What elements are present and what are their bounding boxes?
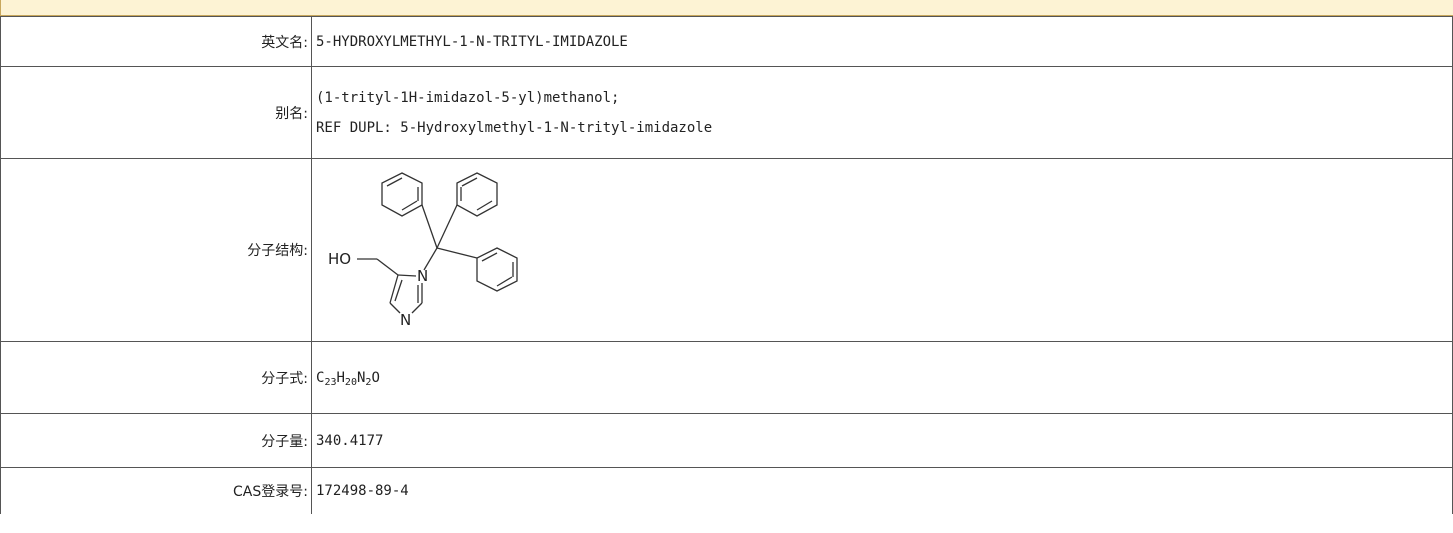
alias-values: (1-trityl-1H-imidazol-5-yl)methanol; REF… xyxy=(311,66,1453,159)
formula-n-count: 2 xyxy=(365,376,372,388)
row-mol-weight: 分子量: 340.4177 xyxy=(0,413,1453,468)
row-english-name: 英文名: 5-HYDROXYLMETHYL-1-N-TRITYL-IMIDAZO… xyxy=(0,16,1453,67)
alias-item: REF DUPL: 5-Hydroxylmethyl-1-N-trityl-im… xyxy=(316,119,713,136)
atom-n1-label: N xyxy=(417,267,428,285)
mol-weight-label: 分子量: xyxy=(0,413,312,468)
compound-info-table: 英文名: 5-HYDROXYLMETHYL-1-N-TRITYL-IMIDAZO… xyxy=(0,16,1453,514)
formula-c: C xyxy=(316,369,325,386)
formula-o: O xyxy=(371,369,380,386)
atom-ho-label: HO xyxy=(328,250,351,268)
phenyl-ring-2 xyxy=(456,171,498,217)
mol-weight-value: 340.4177 xyxy=(311,413,1453,468)
alias-item: (1-trityl-1H-imidazol-5-yl)methanol; xyxy=(316,89,620,106)
header-strip xyxy=(0,0,1453,16)
formula-c-count: 23 xyxy=(324,376,337,388)
formula-h-count: 20 xyxy=(344,376,357,388)
atom-n3-label: N xyxy=(400,311,411,329)
row-alias: 别名: (1-trityl-1H-imidazol-5-yl)methanol;… xyxy=(0,66,1453,159)
formula-label: 分子式: xyxy=(0,341,312,414)
alias-label: 别名: xyxy=(0,66,312,159)
row-formula: 分子式: C23H20N2O xyxy=(0,341,1453,414)
row-structure: 分子结构: xyxy=(0,158,1453,342)
structure-cell: HO N N xyxy=(311,158,1453,342)
english-name-label: 英文名: xyxy=(0,16,312,67)
cas-value: 172498-89-4 xyxy=(311,467,1453,514)
formula-value: C23H20N2O xyxy=(311,341,1453,414)
molecule-structure-image: HO N N xyxy=(328,171,518,329)
phenyl-ring-3 xyxy=(476,246,518,292)
row-cas: CAS登录号: 172498-89-4 xyxy=(0,467,1453,514)
structure-label: 分子结构: xyxy=(0,158,312,342)
english-name-value: 5-HYDROXYLMETHYL-1-N-TRITYL-IMIDAZOLE xyxy=(311,16,1453,67)
cas-label: CAS登录号: xyxy=(0,467,312,514)
phenyl-ring-1 xyxy=(381,171,423,217)
formula-h: H xyxy=(336,369,345,386)
formula-n: N xyxy=(356,369,366,386)
